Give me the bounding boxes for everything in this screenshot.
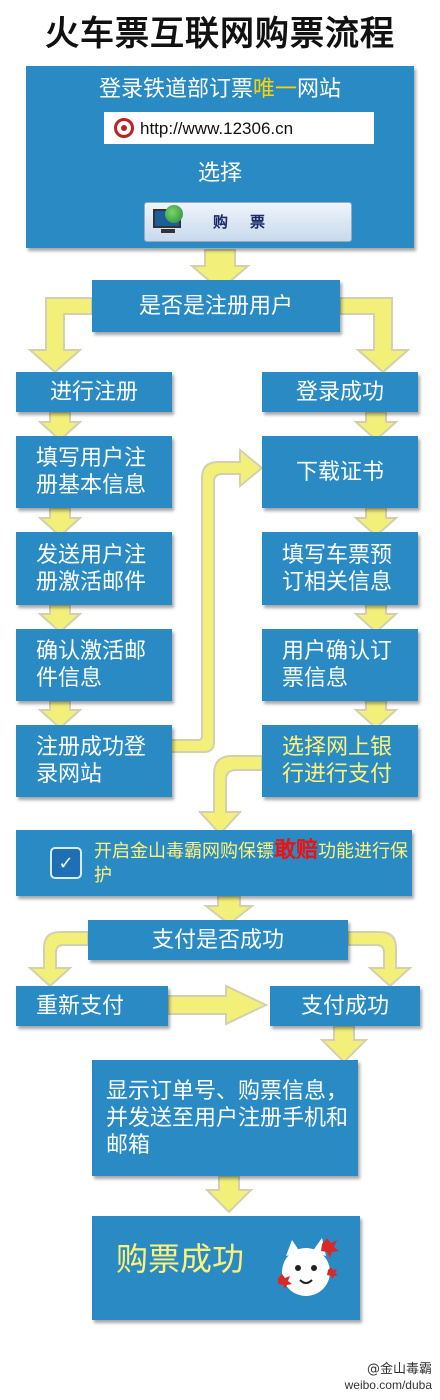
step-show-order: 显示订单号、购票信息，并发送至用户注册手机和邮箱 xyxy=(92,1060,358,1176)
step-login-success: 登录成功 xyxy=(262,372,418,412)
step-fill-ticket: 填写车票预订相关信息 xyxy=(262,532,418,605)
arrow-pay-left xyxy=(27,931,89,988)
step-protect: ✓ 开启金山毒霸网购保镖敢赔功能进行保护 xyxy=(16,830,412,896)
done-text: 购票成功 xyxy=(116,1240,245,1278)
step-send-mail: 发送用户注册激活邮件 xyxy=(16,532,172,605)
step-confirm-mail: 确认激活邮件信息 xyxy=(16,629,172,701)
railway-logo-icon xyxy=(114,118,134,138)
computer-globe-icon xyxy=(153,205,185,235)
watermark-url: weibo.com/duba xyxy=(344,1378,432,1392)
buy-ticket-button[interactable]: 购票 xyxy=(144,202,352,242)
arrow-repay-to-success xyxy=(167,984,269,1026)
step-register-success: 注册成功登录网站 xyxy=(16,725,172,797)
step-pay-success: 支付成功 xyxy=(270,986,420,1026)
step-pay-check: 支付是否成功 xyxy=(88,920,348,960)
arrow-left-4 xyxy=(37,604,83,634)
step-choose-bank: 选择网上银行进行支付 xyxy=(262,725,418,797)
step-repay: 重新支付 xyxy=(16,986,168,1026)
step-login-site: 登录铁道部订票唯一网站 http://www.12306.cn 选择 购票 xyxy=(26,66,414,248)
step-download-cert: 下载证书 xyxy=(262,436,418,508)
login-site-text: 登录铁道部订票唯一网站 xyxy=(98,77,342,102)
arrow-left-2 xyxy=(37,411,83,442)
step-confirm-order: 用户确认订票信息 xyxy=(262,629,418,701)
arrow-down-1 xyxy=(189,249,251,292)
choose-text: 选择 xyxy=(197,161,242,186)
arrow-branch-right xyxy=(339,297,411,374)
url-bar[interactable]: http://www.12306.cn xyxy=(104,112,374,144)
url-text: http://www.12306.cn xyxy=(140,118,294,138)
arrow-register-to-cert xyxy=(169,447,264,753)
arrow-bank-to-protect xyxy=(197,755,263,836)
arrow-left-5 xyxy=(37,700,83,730)
arrow-right-5 xyxy=(353,700,399,730)
duba-shield-icon: ✓ xyxy=(50,847,82,879)
watermark-weibo-handle: @金山毒霸 xyxy=(366,1362,432,1377)
arrow-down-protect xyxy=(203,895,255,926)
arrow-right-3 xyxy=(353,507,399,538)
protect-text: 开启金山毒霸网购保镖敢赔功能进行保护 xyxy=(94,837,409,886)
arrow-down-final xyxy=(204,1175,254,1214)
step-fill-info: 填写用户注册基本信息 xyxy=(16,436,172,508)
arrow-right-2 xyxy=(353,411,399,442)
arrow-down-success xyxy=(319,1025,369,1064)
mascot-cat-icon xyxy=(278,1238,339,1296)
arrow-right-4 xyxy=(353,604,399,634)
page-title: 火车票互联网购票流程 xyxy=(45,14,395,54)
arrow-left-3 xyxy=(37,507,83,538)
step-do-register: 进行注册 xyxy=(16,372,172,412)
step-done: 购票成功 xyxy=(92,1216,360,1320)
buy-ticket-label: 购票 xyxy=(213,212,288,231)
step-is-registered: 是否是注册用户 xyxy=(92,280,340,332)
arrow-branch-left xyxy=(27,297,93,374)
arrow-pay-right xyxy=(347,931,413,988)
